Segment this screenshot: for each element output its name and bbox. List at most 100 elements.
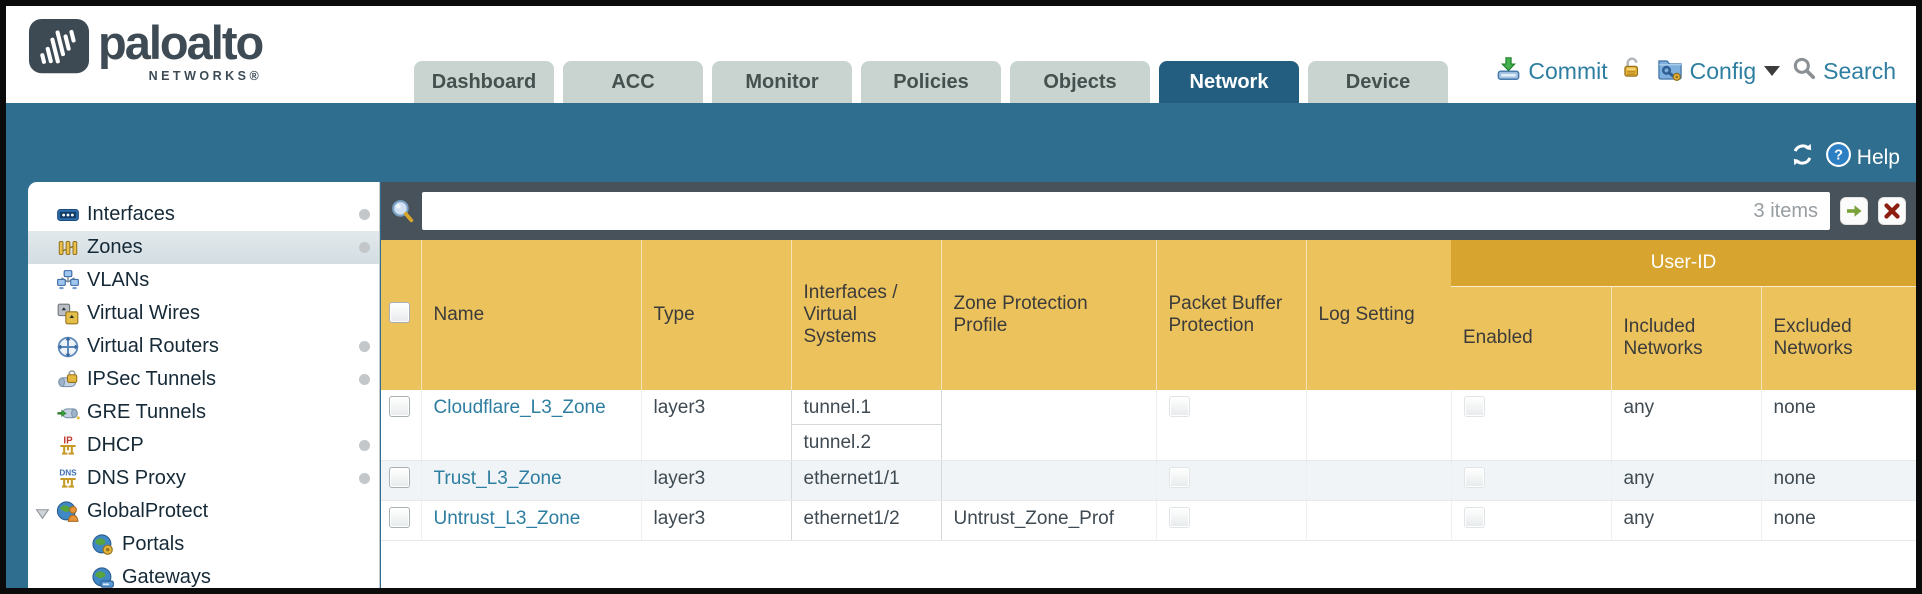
virtual-routers-icon — [56, 335, 80, 359]
sidebar-item-gateways[interactable]: Gateways — [28, 561, 379, 588]
interfaces-icon — [56, 203, 80, 227]
refresh-button[interactable] — [1789, 141, 1816, 174]
tab-monitor[interactable]: Monitor — [712, 61, 852, 103]
sidebar-item-ipsec-tunnels[interactable]: IPSec Tunnels — [28, 363, 379, 396]
apply-filter-button[interactable] — [1840, 197, 1868, 225]
clear-filter-button[interactable] — [1878, 197, 1906, 225]
column-header-zone-protection-profile[interactable]: Zone Protection Profile — [940, 240, 1156, 390]
dns-proxy-icon: DNS — [56, 467, 80, 491]
sidebar-item-virtual-routers[interactable]: Virtual Routers — [28, 330, 379, 363]
zone-type-cell: layer3 — [640, 500, 791, 541]
zone-protection-profile-cell: Untrust_Zone_Prof — [940, 500, 1156, 541]
row-checkbox[interactable] — [389, 507, 410, 528]
svg-text:?: ? — [1834, 148, 1843, 164]
column-header-log-setting[interactable]: Log Setting — [1305, 240, 1451, 390]
config-icon — [1656, 54, 1684, 88]
select-all-checkbox[interactable] — [389, 301, 410, 323]
excluded-networks-cell: none — [1760, 390, 1916, 461]
sidebar-item-vlans[interactable]: VLANs — [28, 264, 379, 297]
svg-text:IP: IP — [63, 435, 73, 446]
portals-icon — [91, 533, 115, 557]
dhcp-icon: IP — [56, 434, 80, 458]
globalprotect-icon — [56, 500, 80, 524]
interfaces-cell: ethernet1/1 — [790, 460, 942, 501]
filter-toolbar: 3 items — [381, 182, 1916, 240]
zones-table: Name Type Interfaces / Virtual Systems Z… — [381, 240, 1916, 541]
sidebar-item-label: GlobalProtect — [87, 500, 209, 522]
search-icon — [1791, 55, 1817, 87]
sidebar-item-portals[interactable]: Portals — [28, 528, 379, 561]
sidebar-item-dot — [359, 341, 370, 352]
ipsec-tunnels-icon — [56, 368, 80, 392]
gateways-icon — [91, 566, 115, 589]
zone-protection-profile-cell — [940, 390, 1156, 461]
sidebar-item-virtual-wires[interactable]: Virtual Wires — [28, 297, 379, 330]
zone-name-cell: Untrust_L3_Zone — [420, 500, 641, 541]
virtual-wires-icon — [56, 302, 80, 326]
config-menu-button[interactable]: Config — [1656, 54, 1781, 88]
commit-button[interactable]: Commit — [1495, 55, 1608, 88]
column-header-interfaces[interactable]: Interfaces / Virtual Systems — [790, 240, 941, 390]
user-id-enabled-checkbox — [1463, 396, 1485, 417]
tab-policies[interactable]: Policies — [861, 61, 1001, 103]
lock-button[interactable] — [1619, 55, 1645, 87]
row-select-cell — [381, 460, 421, 501]
sidebar-item-label: Virtual Routers — [87, 335, 219, 357]
sidebar-item-interfaces[interactable]: Interfaces — [28, 198, 379, 231]
included-networks-cell: any — [1610, 500, 1761, 541]
excluded-networks-cell: none — [1760, 460, 1916, 501]
help-button[interactable]: ? Help — [1825, 141, 1900, 174]
column-group-user-id: User-ID — [1451, 240, 1916, 287]
filter-input[interactable] — [434, 198, 1744, 224]
tab-device[interactable]: Device — [1308, 61, 1448, 103]
column-header-type[interactable]: Type — [640, 240, 791, 390]
sidebar-item-dot — [359, 209, 370, 220]
tab-objects[interactable]: Objects — [1010, 61, 1150, 103]
column-header-enabled[interactable]: Enabled — [1451, 286, 1611, 390]
sidebar-item-globalprotect[interactable]: GlobalProtect — [28, 495, 379, 528]
row-checkbox[interactable] — [389, 396, 410, 417]
expander-triangle-icon[interactable] — [35, 504, 50, 520]
commit-icon — [1495, 55, 1522, 88]
search-button[interactable]: Search — [1791, 55, 1896, 87]
sidebar-item-label: VLANs — [87, 269, 150, 291]
tab-network[interactable]: Network — [1159, 61, 1299, 103]
sidebar-item-dot — [359, 473, 370, 484]
zone-name-link[interactable]: Cloudflare_L3_Zone — [433, 397, 606, 418]
sidebar-item-gre-tunnels[interactable]: GRE Tunnels — [28, 396, 379, 429]
teal-band: ? Help — [6, 103, 1916, 182]
zones-content: 3 items Name Type — [381, 182, 1916, 588]
zone-name-link[interactable]: Untrust_L3_Zone — [433, 508, 581, 529]
sidebar-item-zones[interactable]: Zones — [28, 231, 379, 264]
tab-dashboard[interactable]: Dashboard — [414, 61, 554, 103]
column-header-excluded-networks[interactable]: Excluded Networks — [1760, 286, 1916, 390]
column-header-packet-buffer-protection[interactable]: Packet Buffer Protection — [1155, 240, 1306, 390]
paloalto-logo-icon — [28, 18, 90, 74]
excluded-networks-cell: none — [1760, 500, 1916, 541]
column-header-included-networks[interactable]: Included Networks — [1610, 286, 1761, 390]
select-all-header — [381, 240, 421, 390]
sidebar-item-label: Portals — [122, 533, 185, 555]
tab-acc[interactable]: ACC — [563, 61, 703, 103]
row-checkbox[interactable] — [389, 467, 410, 488]
row-select-cell — [381, 390, 421, 461]
user-id-enabled-checkbox — [1463, 507, 1485, 528]
header-actions: Commit Config Search — [1495, 54, 1896, 88]
svg-text:DNS: DNS — [59, 468, 77, 477]
column-header-name[interactable]: Name — [420, 240, 641, 390]
packet-buffer-checkbox — [1168, 396, 1190, 417]
packet-buffer-protection-cell — [1155, 390, 1306, 461]
zone-name-link[interactable]: Trust_L3_Zone — [433, 468, 562, 489]
sidebar-item-dot — [359, 440, 370, 451]
zone-name-cell: Cloudflare_L3_Zone — [420, 390, 641, 461]
included-networks-cell: any — [1610, 460, 1761, 501]
